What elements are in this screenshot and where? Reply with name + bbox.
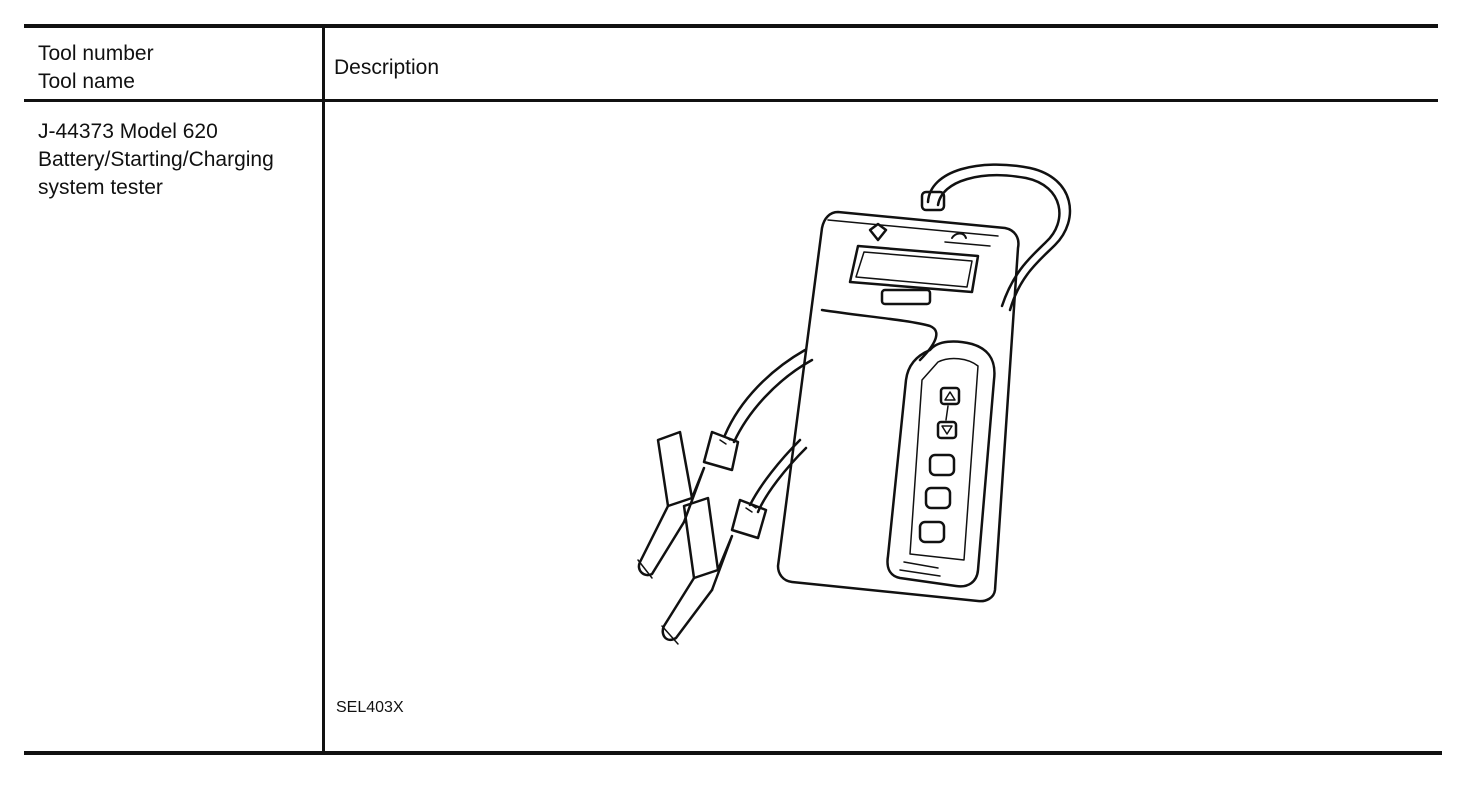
table-column-divider bbox=[322, 26, 325, 754]
header-tool-name: Tool name bbox=[38, 70, 135, 93]
illustration-code: SEL403X bbox=[336, 699, 404, 716]
tool-identity: J-44373 Model 620 Battery/Starting/Charg… bbox=[38, 118, 274, 202]
tool-name-line-1: Battery/Starting/Charging bbox=[38, 148, 274, 171]
table-top-rule bbox=[24, 24, 1438, 28]
battery-tester-illustration bbox=[637, 163, 1072, 645]
tool-number: J-44373 Model 620 bbox=[38, 120, 218, 143]
header-tool-number: Tool number bbox=[38, 42, 154, 65]
tool-name-line-2: system tester bbox=[38, 176, 163, 199]
header-tool-number-name: Tool number Tool name bbox=[38, 40, 154, 96]
header-description: Description bbox=[334, 56, 440, 79]
table-header-rule bbox=[24, 99, 1438, 102]
table-bottom-rule bbox=[24, 751, 1442, 755]
